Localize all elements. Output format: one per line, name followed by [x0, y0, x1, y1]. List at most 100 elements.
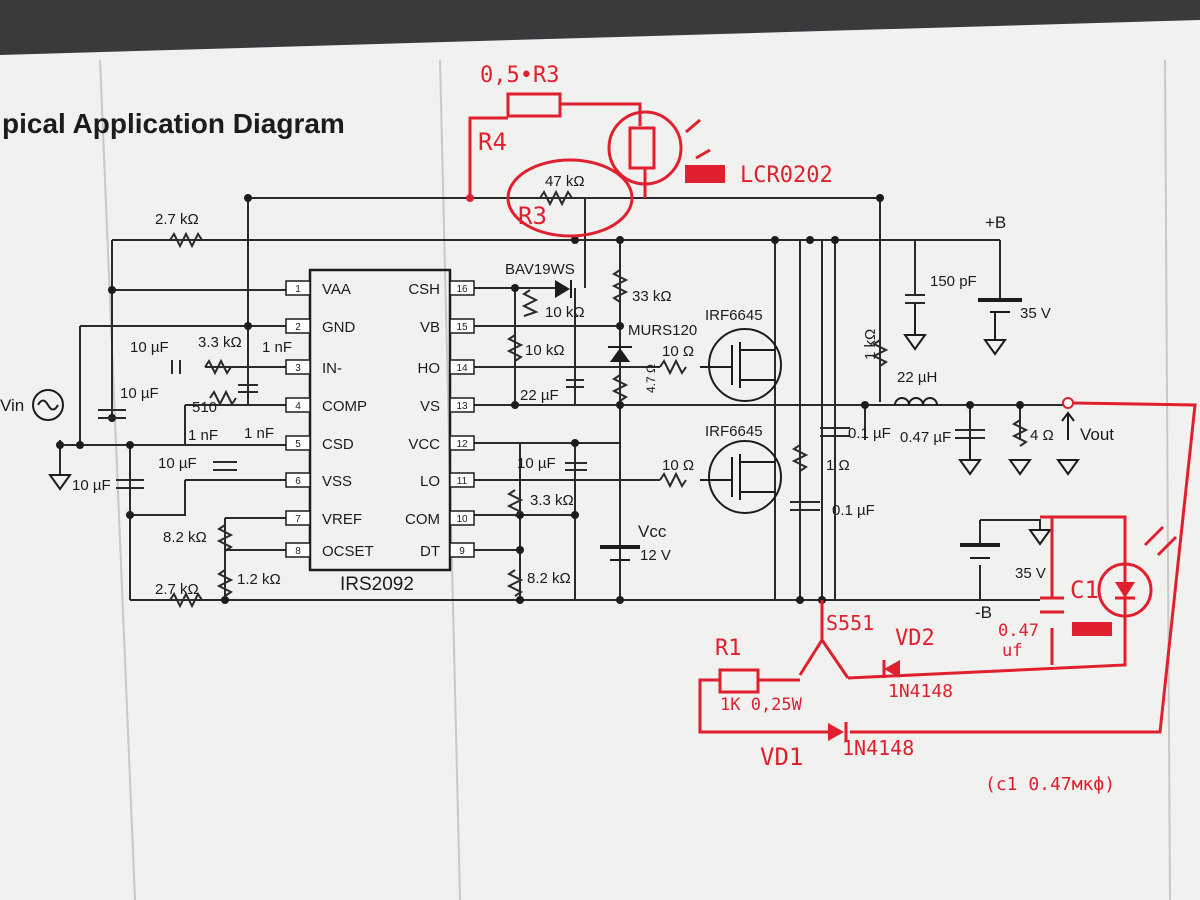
ic-pin-box — [449, 359, 475, 375]
sine-glyph — [37, 399, 59, 411]
label-vout: Vout — [1080, 425, 1114, 444]
ic-pin-name: GND — [322, 319, 356, 336]
ic-pin-number: 8 — [295, 546, 301, 557]
hw-r1: R1 — [715, 636, 742, 661]
label-c-10u-vcc: 10 µF — [517, 455, 556, 472]
vout-arrow-icon — [1061, 411, 1075, 440]
label-c-10u-c: 10 µF — [72, 477, 111, 494]
label-irf-top: IRF6645 — [705, 307, 763, 324]
label-r-27k-top: 2.7 kΩ — [155, 211, 199, 228]
label-c-01u-b: 0.1 µF — [832, 502, 875, 519]
label-c-1n-b: 1 nF — [188, 427, 218, 444]
label-r-10-top: 10 Ω — [662, 343, 694, 360]
ic-pin-number: 11 — [457, 476, 468, 487]
ic-pin-name: OCSET — [322, 543, 374, 560]
ic-pin-box — [449, 435, 475, 451]
hw-vd2: VD2 — [895, 626, 935, 651]
printed-labels: 2.7 kΩ 47 kΩ BAV19WS 33 kΩ 10 kΩ 10 kΩ M… — [0, 173, 1114, 622]
ac-source-icon — [32, 389, 64, 421]
ic-pin-name: VREF — [322, 511, 362, 528]
label-r-82k-b: 8.2 kΩ — [527, 570, 571, 587]
ic-body — [308, 268, 452, 572]
hw-vd2-part: 1N4148 — [888, 681, 953, 702]
label-r-4: 4 Ω — [1030, 427, 1054, 444]
ic-pin-number: 3 — [295, 363, 301, 374]
ic-pin-name: IN- — [322, 360, 342, 377]
hw-c1-value-1: 0.47 — [998, 621, 1039, 641]
label-r-1k: 1 kΩ — [862, 329, 879, 360]
label-murs: MURS120 — [628, 322, 697, 339]
handwritten-circuit — [468, 92, 1197, 742]
inductor-icon — [894, 397, 938, 406]
mosfet-top-icon — [700, 328, 782, 402]
ic-pin-number: 15 — [456, 322, 468, 333]
label-r-33k: 33 kΩ — [632, 288, 672, 305]
ic-pin-name: VAA — [322, 281, 351, 298]
label-r-10k-a: 10 kΩ — [545, 304, 585, 321]
ic-pin-number: 10 — [456, 514, 468, 525]
label-r-47: 4.7 Ω — [644, 364, 658, 393]
ic-pin-number: 5 — [295, 439, 301, 450]
ic-pin-number: 4 — [295, 401, 301, 412]
label-c-510: 510 — [192, 399, 217, 416]
label-c-22u: 22 µF — [520, 387, 559, 404]
ground-symbols — [48, 303, 1080, 546]
hw-c1-value-2: uf — [1002, 641, 1022, 661]
label-r-33k-in: 3.3 kΩ — [198, 334, 242, 351]
ic-pin-box — [449, 397, 475, 413]
ic-pin-box — [285, 542, 311, 558]
ic-pin-number: 7 — [295, 514, 301, 525]
ic-pin-name: LO — [420, 473, 440, 490]
ic-pin-name: HO — [418, 360, 441, 377]
label-minus-b: -B — [975, 603, 992, 622]
ic-pin-box — [285, 280, 311, 296]
ic-pin-box — [285, 510, 311, 526]
ic-pin-name: VSS — [322, 473, 352, 490]
handwritten-labels: 0,5•R3 R4 R3 LCR0202 S551 R1 1K 0,25W VD… — [478, 63, 1115, 795]
ic-pin-number: 2 — [295, 322, 301, 333]
label-v35-top: 35 V — [1020, 305, 1051, 322]
label-r-33k-com: 3.3 kΩ — [530, 492, 574, 509]
label-c-10u-a: 10 µF — [120, 385, 159, 402]
hw-r1-value: 1K 0,25W — [720, 695, 803, 715]
diode-symbols — [555, 280, 632, 362]
resistor-symbols — [169, 189, 1029, 609]
vout-terminal — [1062, 397, 1074, 409]
ic-pin-name: VB — [420, 319, 440, 336]
ic-pin-box — [449, 510, 475, 526]
hw-lcr: LCR0202 — [740, 163, 833, 188]
hw-vd1: VD1 — [760, 743, 803, 771]
ic-pin-box — [449, 542, 475, 558]
label-c-1n-a: 1 nF — [262, 339, 292, 356]
ic-pin-box — [449, 318, 475, 334]
junction-dots — [56, 194, 1024, 604]
label-r-12k: 1.2 kΩ — [237, 571, 281, 588]
label-c-10u-b: 10 µF — [158, 455, 197, 472]
ic-pin-box — [285, 318, 311, 334]
ic-pin-number: 13 — [456, 401, 468, 412]
label-c-047u: 0.47 µF — [900, 429, 951, 446]
paper-fold — [1164, 59, 1171, 900]
ic-pin-box — [285, 435, 311, 451]
hw-r4: R4 — [478, 128, 507, 156]
ic-pin-number: 14 — [456, 363, 468, 374]
label-r-10k-b: 10 kΩ — [525, 342, 565, 359]
label-vin: Vin — [0, 396, 24, 415]
ic-pin-name: CSD — [322, 436, 354, 453]
hw-c1: C1 — [1070, 576, 1099, 604]
ic-pin-name: CSH — [408, 281, 440, 298]
label-plus-b: +B — [985, 213, 1006, 232]
hw-r3: R3 — [518, 202, 547, 230]
label-v35-bot: 35 V — [1015, 565, 1046, 582]
label-l-22u: 22 µH — [897, 369, 937, 386]
label-c-01u-a: 0.1 µF — [848, 425, 891, 442]
hw-r4-value: 0,5•R3 — [480, 63, 559, 88]
label-vcc: Vcc — [638, 522, 667, 541]
ic-pin-number: 16 — [456, 284, 468, 295]
ic-pin-number: 12 — [456, 439, 468, 450]
label-r-1: 1 Ω — [826, 457, 850, 474]
label-v12: 12 V — [640, 547, 671, 564]
ic-pin-name: VCC — [408, 436, 440, 453]
